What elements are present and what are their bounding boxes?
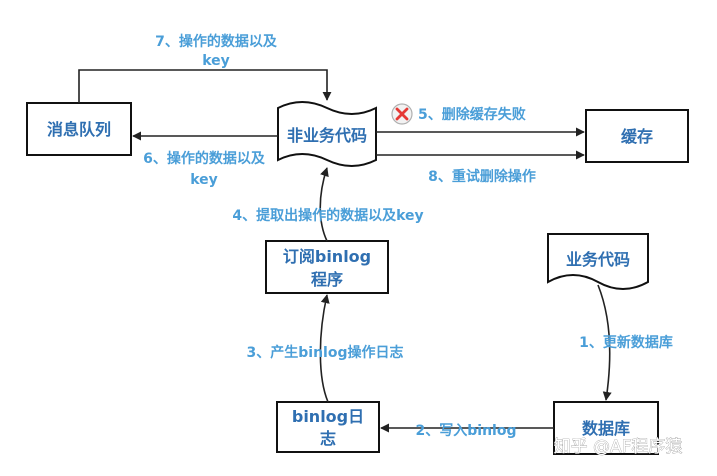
edge-4-arrow [319,167,329,242]
edge-6-label-line2: key [190,172,218,188]
edge-6-label-line1: 6、操作的数据以及 [143,150,266,167]
node-binlog-log: binlog日 志 [276,401,380,453]
edge-3-label: 3、产生binlog操作日志 [247,344,404,361]
edge-1-label: 1、更新数据库 [579,334,673,351]
node-cache-label: 缓存 [620,127,653,146]
node-business-code: 业务代码 [547,233,649,290]
node-binlog-log-label-line2: 志 [320,429,336,448]
node-business-code-label: 业务代码 [566,250,630,269]
node-binlog-subscriber: 订阅binlog 程序 [265,240,389,294]
edge-8-label: 8、重试删除操作 [428,168,536,185]
fail-x-icon [391,103,413,125]
node-message-queue-label: 消息队列 [47,120,111,139]
edge-1-arrow [597,284,612,401]
node-database-label: 数据库 [582,419,630,438]
edge-7-label-line2: key [202,53,230,69]
node-database: 数据库 [553,401,659,455]
edge-5-label: 5、删除缓存失败 [418,106,527,123]
edge-7-label-line1: 7、操作的数据以及 [155,33,278,50]
edge-7-arrow [78,69,332,103]
node-non-business-code-label: 非业务代码 [287,126,367,145]
edge-3-arrow [319,294,330,403]
node-binlog-subscriber-label-line2: 程序 [311,270,343,289]
watermark: 知乎 @AF程序猿 [554,437,683,457]
node-non-business-code: 非业务代码 [277,101,377,167]
node-binlog-subscriber-label-line1: 订阅binlog [283,247,371,266]
node-message-queue: 消息队列 [26,102,132,156]
edge-4-label: 4、提取出操作的数据以及key [232,207,423,224]
node-cache: 缓存 [585,109,689,163]
edge-2-label: 2、写入binlog [416,423,517,439]
node-binlog-log-label-line1: binlog日 [292,407,364,426]
